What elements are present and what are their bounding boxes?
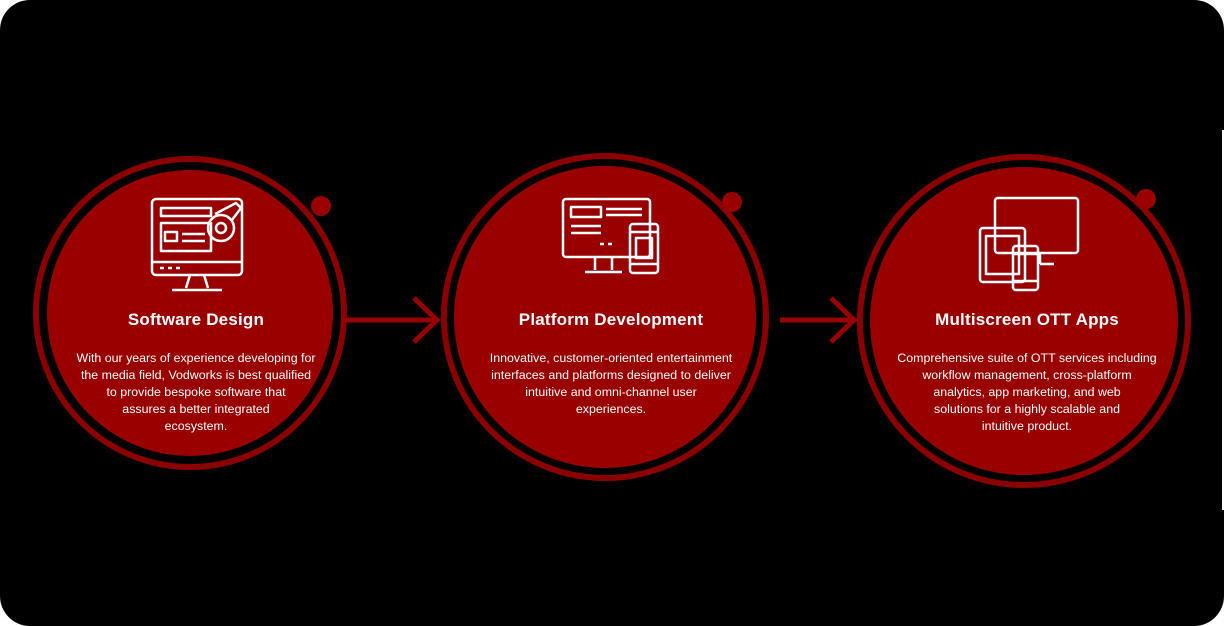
step-card-platform-development: Platform Development Innovative, custome… xyxy=(470,310,752,418)
step-description: With our years of experience developing … xyxy=(60,350,332,435)
ring-dot-1 xyxy=(311,196,331,216)
description-line: experiences. xyxy=(575,402,647,416)
description-line: to provide bespoke software that xyxy=(106,385,286,399)
multiscreen-devices-icon xyxy=(978,196,1080,292)
description-line: interfaces and platforms designed to del… xyxy=(491,368,731,382)
software-design-icon xyxy=(150,197,244,292)
step-title: Software Design xyxy=(127,310,265,329)
step-description: Innovative, customer-oriented entertainm… xyxy=(470,350,752,418)
description-line: ecosystem. xyxy=(164,419,228,433)
description-line: intuitive and omni-channel user xyxy=(525,385,697,399)
description-line: Innovative, customer-oriented entertainm… xyxy=(489,351,733,365)
step-title: Multiscreen OTT Apps xyxy=(935,310,1119,329)
platform-development-icon xyxy=(561,197,660,275)
step-circle-2 xyxy=(454,166,756,468)
description-line: analytics, app marketing, and web xyxy=(933,385,1121,399)
right-edge-line xyxy=(1222,130,1224,510)
description-line: With our years of experience developing … xyxy=(76,351,316,365)
step-card-software-design: Software Design With our years of experi… xyxy=(60,310,332,435)
outer-ring-3 xyxy=(857,154,1191,488)
ring-dot-3 xyxy=(1136,189,1156,209)
description-line: the media field, Vodworks is best qualif… xyxy=(80,368,312,382)
step-description: Comprehensive suite of OTT services incl… xyxy=(880,350,1174,435)
step-card-multiscreen-ott-apps: Multiscreen OTT Apps Comprehensive suite… xyxy=(880,310,1174,435)
ring-dot-2 xyxy=(722,192,742,212)
description-line: workflow management, cross-platform xyxy=(922,368,1132,382)
outer-ring-1 xyxy=(33,156,347,470)
description-line: intuitive product. xyxy=(981,419,1073,433)
step-title: Platform Development xyxy=(518,310,704,329)
arrow-connector-2 xyxy=(780,296,858,344)
outer-ring-2 xyxy=(441,153,769,481)
description-line: solutions for a highly scalable and xyxy=(934,402,1120,416)
step-circle-1 xyxy=(47,170,333,456)
description-line: Comprehensive suite of OTT services incl… xyxy=(897,351,1157,365)
description-line: assures a better integrated xyxy=(122,402,270,416)
step-circle-3 xyxy=(870,167,1178,475)
arrow-connector-1 xyxy=(342,296,441,344)
